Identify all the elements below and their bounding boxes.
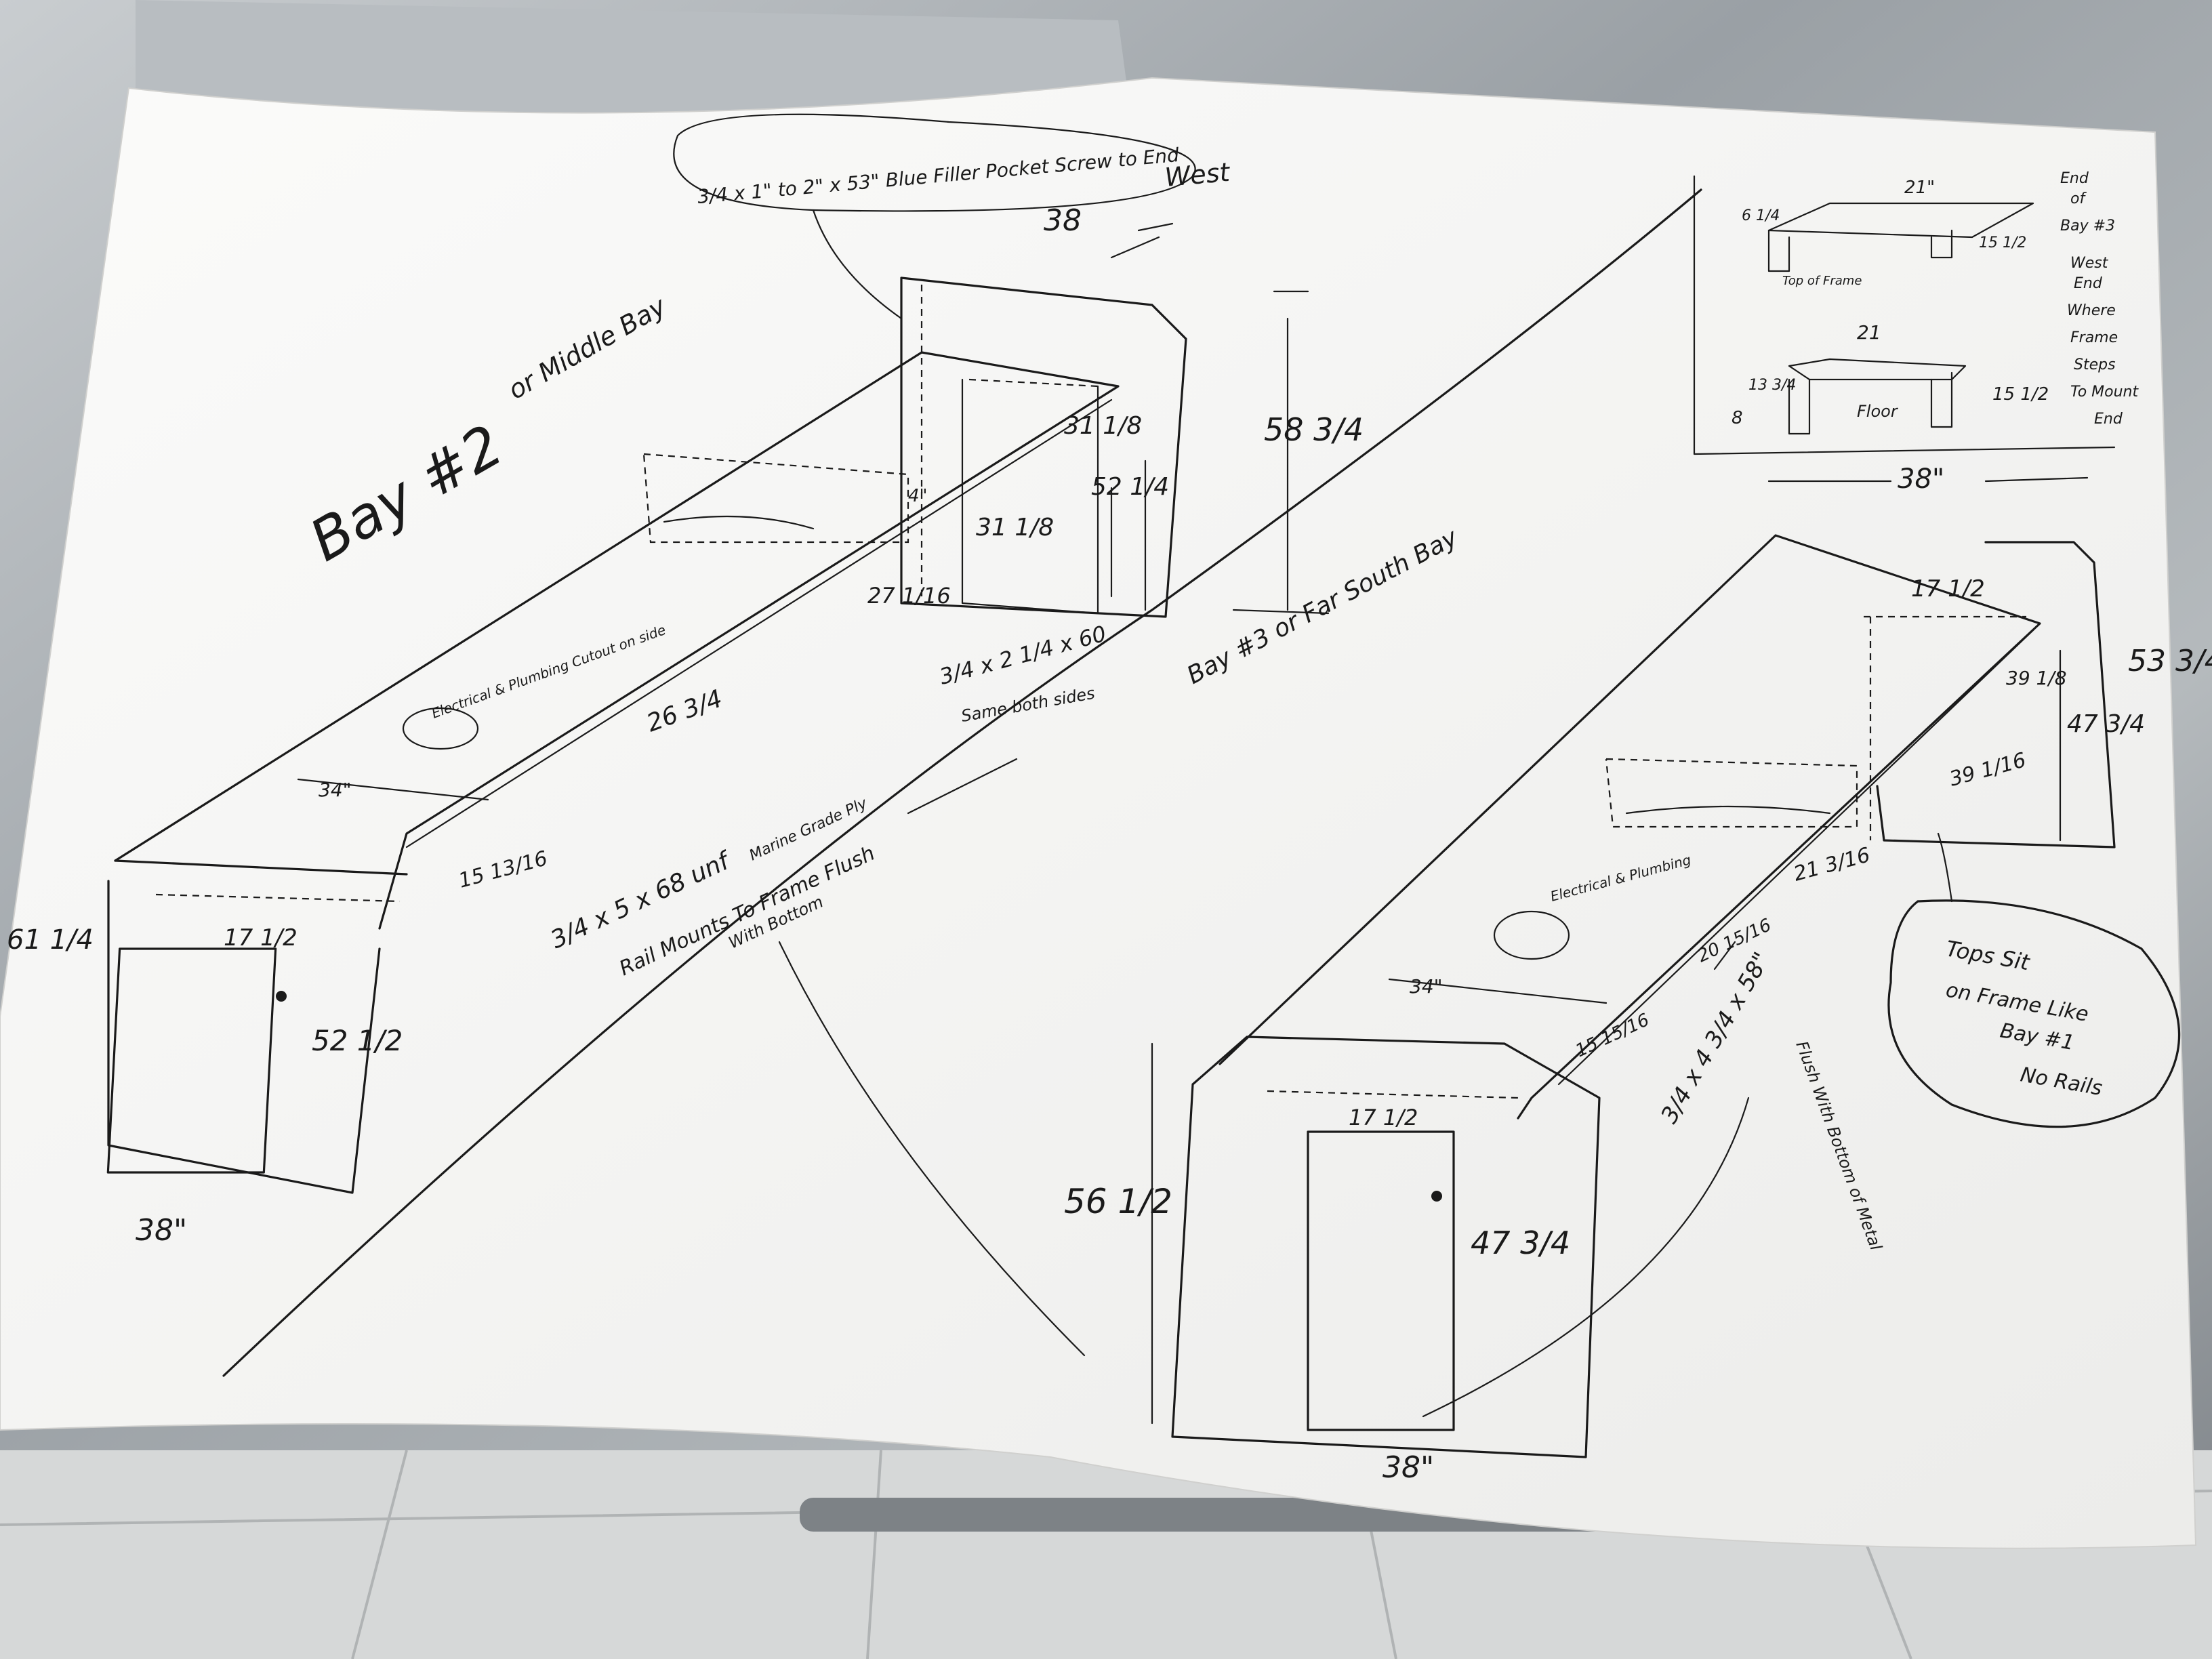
inset-detail <box>1693 175 2116 483</box>
bay2-west: West <box>1164 157 1232 192</box>
bay2-dim-52-14: 52 1/4 <box>1091 473 1169 501</box>
inset-dim-15-top: 15 1/2 <box>1979 234 2026 251</box>
paper-sheet <box>0 77 2197 1549</box>
bay2-dim-52-12: 52 1/2 <box>312 1024 403 1057</box>
bay3-drawing <box>1151 534 2181 1458</box>
inset-end-note-c: Bay #3 <box>2060 218 2115 234</box>
inset-dim-38: 38" <box>1898 464 1944 495</box>
inset-end-note-i: To Mount <box>2070 384 2139 401</box>
bay3-dim-47-34-a: 47 3/4 <box>2067 710 2145 738</box>
bay3-dim-38: 38" <box>1382 1450 1434 1485</box>
bay2-dim-38-bottom: 38" <box>136 1213 187 1248</box>
table-edge <box>136 0 1132 122</box>
bay2-dim-17-12: 17 1/2 <box>224 924 298 951</box>
bay3-dim-47-34-b: 47 3/4 <box>1471 1225 1570 1261</box>
inset-end-note-a: End <box>2060 170 2089 187</box>
inset-end-note-e: End <box>2074 275 2103 292</box>
inset-dim-15-bottom: 15 1/2 <box>1992 384 2049 405</box>
inset-end-note-h: Steps <box>2074 356 2116 373</box>
bay3-dim-53-34: 53 3/4 <box>2128 644 2212 678</box>
inset-labels: 21" 6 1/4 15 1/2 Top of Frame 21 13 3/4 … <box>1732 170 2139 495</box>
bay2-dim-4: 4" <box>908 486 928 506</box>
inset-end-note-g: Frame <box>2070 329 2118 346</box>
bay2-dim-31-18-a: 31 1/8 <box>1064 412 1142 440</box>
bay2-dim-58-34: 58 3/4 <box>1264 411 1364 448</box>
bay3-dim-56-12: 56 1/2 <box>1064 1182 1172 1221</box>
bay2-drawing <box>106 113 1702 1377</box>
bay2-dim-27: 27 1/16 <box>867 583 951 609</box>
bay2-dim-31-18-b: 31 1/8 <box>976 514 1054 541</box>
bay3-dim-17-12: 17 1/2 <box>1349 1105 1418 1130</box>
inset-end-note-b: of <box>2070 190 2087 207</box>
inset-dim-21: 21 <box>1857 321 1881 344</box>
bay2-dim-61-14: 61 1/4 <box>7 924 94 956</box>
inset-end-note-j: End <box>2094 411 2123 428</box>
bay2-dim-38-top: 38 <box>1044 203 1082 238</box>
inset-end-note-f: Where <box>2067 302 2116 319</box>
inset-top-frame: Top of Frame <box>1782 274 1862 288</box>
inset-dim-8: 8 <box>1732 408 1743 428</box>
bay3-dim-39: 39 1/8 <box>2006 667 2067 689</box>
inset-dim-21-top: 21" <box>1904 178 1935 198</box>
inset-dim-6: 6 1/4 <box>1742 207 1780 224</box>
bay2-dim-34: 34" <box>319 779 352 801</box>
inset-end-note-d: West <box>2070 255 2109 272</box>
inset-floor: Floor <box>1857 402 1899 421</box>
bay3-dim-17-12-top: 17 1/2 <box>1911 575 1985 602</box>
bay3-dim-34: 34" <box>1410 975 1443 998</box>
inset-dim-13: 13 3/4 <box>1748 377 1796 394</box>
